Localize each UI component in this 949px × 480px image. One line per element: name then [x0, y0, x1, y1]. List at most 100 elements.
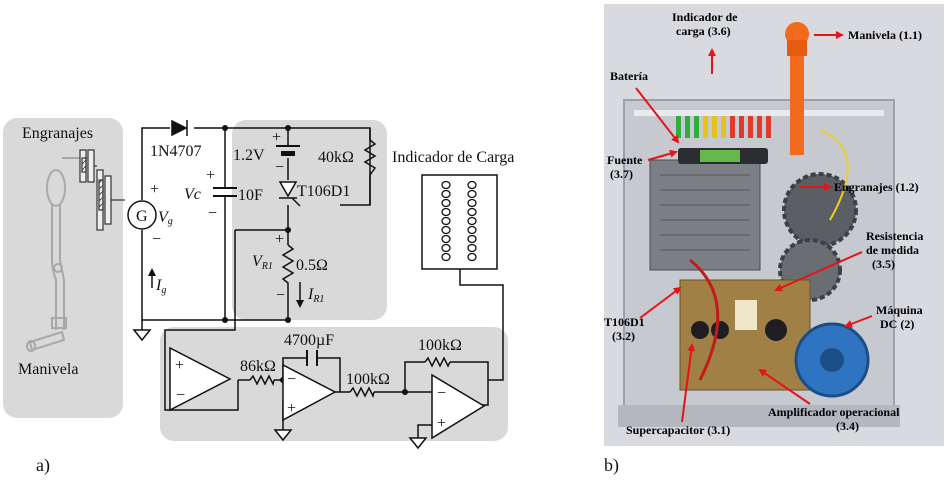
photo-led	[685, 116, 690, 138]
base-plate	[618, 405, 900, 427]
gear-icon	[79, 149, 125, 231]
power-supply	[649, 159, 761, 271]
led-element	[441, 225, 451, 235]
capacitor-symbol	[213, 187, 237, 197]
cap-minus: −	[208, 205, 217, 222]
callout-bateria: Batería	[610, 69, 648, 83]
sense-resistor	[281, 244, 295, 292]
led-element	[467, 225, 477, 235]
enclosure-top-edge	[634, 110, 884, 116]
led-element	[441, 216, 451, 226]
supercap-c	[765, 319, 787, 341]
resistor-86k-label: 86kΩ	[240, 358, 276, 375]
generator-letter: G	[136, 208, 148, 225]
junction-dots	[222, 125, 408, 395]
photo-led	[676, 116, 681, 138]
schematic-panel: Engranajes Manivela	[3, 118, 514, 476]
wire-yellow	[819, 129, 849, 221]
thyristor-label: T106D1	[297, 183, 350, 200]
opamp2-plus: +	[287, 400, 296, 417]
resistor-100k-b-label: 100kΩ	[418, 337, 462, 354]
load-indicator-label: Indicador de Carga	[392, 149, 514, 166]
gen-plus: +	[150, 181, 159, 198]
led-element	[467, 207, 477, 217]
capacitor-4700	[306, 350, 318, 366]
callout-t106: T106D1(3.2)	[604, 315, 645, 343]
photo-led	[739, 116, 744, 138]
led-element	[441, 243, 451, 253]
led-element	[467, 243, 477, 253]
battery-label: 1.2V	[233, 147, 265, 164]
generator-current: Ig	[155, 277, 166, 296]
sense-current: IR1	[307, 286, 324, 305]
opamp-integrator	[282, 363, 337, 422]
photo-led	[748, 116, 753, 138]
sense-voltage: VR1	[252, 253, 273, 272]
sense-value: 0.5Ω	[296, 257, 328, 274]
photo-led	[703, 116, 708, 138]
sense-plus: +	[275, 231, 284, 248]
led-array	[441, 180, 477, 262]
led-element	[467, 189, 477, 199]
callout-amplificador: Amplificador operacional(3.4)	[768, 405, 900, 433]
load-indicator-box	[421, 174, 498, 270]
led-element	[467, 234, 477, 244]
supercap-b	[711, 321, 729, 339]
capacitor-voltage: Vc	[184, 186, 201, 203]
led-element	[441, 207, 451, 217]
photo-led	[694, 116, 699, 138]
panel-a-tag: a)	[36, 455, 50, 475]
ground-symbol	[132, 329, 152, 342]
resistor-40k	[363, 139, 377, 176]
opamp2-minus: −	[287, 371, 296, 388]
motor-hub	[820, 348, 844, 372]
photo-led	[766, 116, 771, 138]
resistor-100k-a	[349, 386, 375, 399]
ground-symbol-3	[408, 437, 428, 450]
generator-voltage: Vg	[158, 209, 173, 227]
led-element	[467, 198, 477, 208]
callout-engranajes: Engranajes (1.2)	[834, 180, 919, 194]
led-element	[441, 180, 451, 190]
capacitor-value: 10F	[238, 187, 263, 204]
diode-label: 1N4707	[150, 143, 202, 160]
battery-label-band	[700, 150, 740, 162]
crank-shaft	[790, 50, 804, 155]
led-element	[467, 180, 477, 190]
led-element	[441, 252, 451, 262]
crank-joint	[787, 40, 807, 56]
battery-symbol	[276, 145, 300, 156]
battery-plus: +	[272, 129, 281, 146]
resistor-100k-a-label: 100kΩ	[346, 371, 390, 388]
led-bar	[676, 116, 771, 138]
capacitor-4700-label: 4700µF	[284, 332, 334, 349]
callout-manivela: Manivela (1.1)	[848, 28, 922, 42]
resistor-40k-label: 40kΩ	[318, 149, 354, 166]
resistor-100k-b	[424, 356, 451, 368]
crank-label: Manivela	[18, 361, 78, 378]
opamp-block-bg	[160, 327, 508, 441]
resistor-86k	[249, 374, 275, 387]
diode-symbol	[171, 119, 188, 137]
thyristor-block-bg	[232, 120, 387, 320]
led-element	[441, 234, 451, 244]
gears-label: Engranajes	[22, 125, 93, 142]
generator-symbol	[127, 200, 157, 230]
thyristor-symbol	[278, 181, 301, 207]
callout-supercap: Supercapacitor (3.1)	[626, 423, 730, 437]
photo-led	[757, 116, 762, 138]
ic-block	[735, 300, 757, 330]
supercap-a	[691, 321, 709, 339]
opamp1-plus: +	[175, 357, 184, 374]
photo-led	[730, 116, 735, 138]
opamp-buffer	[169, 346, 232, 412]
led-element	[441, 198, 451, 208]
opamp-output	[431, 373, 486, 440]
battery-minus: −	[275, 159, 284, 176]
